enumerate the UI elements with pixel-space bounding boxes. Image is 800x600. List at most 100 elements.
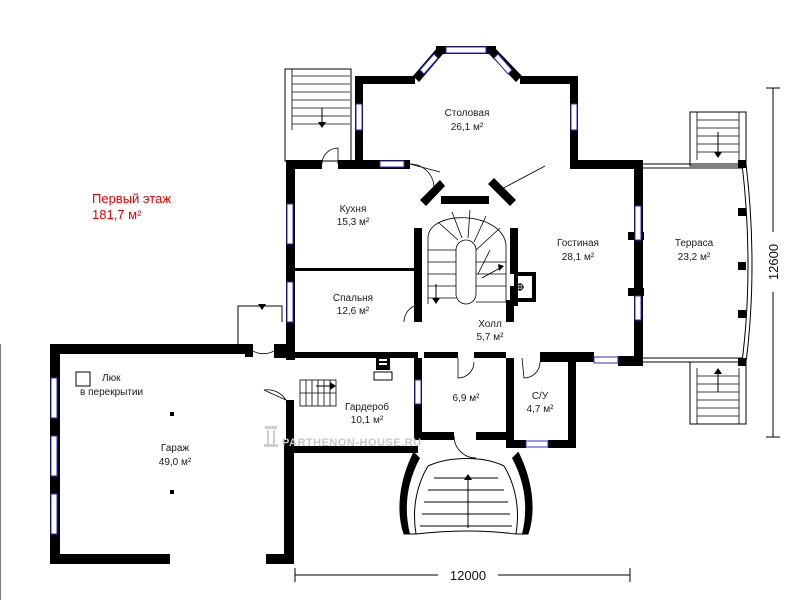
window — [355, 103, 363, 131]
window — [286, 203, 294, 245]
entry-arrow — [464, 474, 472, 480]
entry-porch — [399, 451, 533, 535]
window — [379, 160, 405, 168]
terrace-area: 23,2 м² — [678, 252, 711, 263]
bedroom-name: Спальня — [333, 293, 373, 304]
wall — [338, 160, 410, 169]
window — [286, 281, 294, 323]
floor-title: Первый этаж — [92, 191, 171, 206]
window — [50, 377, 58, 419]
floor-total-area: 181,7 м² — [92, 207, 142, 222]
terrace-name: Терраса — [675, 238, 714, 249]
door — [409, 163, 435, 189]
hall-area: 5,7 м² — [477, 332, 505, 343]
wall — [548, 440, 576, 448]
door — [457, 358, 475, 379]
living-area: 28,1 м² — [562, 252, 595, 263]
wall — [286, 160, 295, 360]
hatch-box — [75, 371, 91, 387]
vent-box — [373, 371, 393, 381]
column — [738, 310, 746, 318]
wall — [414, 432, 454, 440]
wall — [540, 352, 594, 362]
wall — [420, 180, 445, 206]
vent — [379, 359, 387, 361]
column — [628, 288, 644, 296]
wall — [618, 356, 643, 366]
wall — [284, 440, 294, 564]
window — [570, 103, 578, 131]
side-arrow — [258, 304, 266, 310]
wall — [355, 76, 415, 84]
wall — [634, 160, 643, 366]
wall — [295, 268, 415, 271]
door — [321, 147, 339, 165]
terrace-stair-upper — [689, 111, 747, 167]
vent — [379, 363, 387, 365]
garage-area: 49,0 м² — [159, 457, 192, 468]
wall — [286, 352, 418, 358]
door — [453, 435, 477, 459]
living-name: Гостиная — [557, 238, 599, 249]
door — [403, 305, 415, 323]
bedroom-area: 12,6 м² — [337, 306, 370, 317]
wardrobe-area: 10,1 м² — [351, 415, 384, 426]
column — [738, 208, 746, 216]
bath-area: 4,7 м² — [527, 404, 555, 415]
window — [445, 46, 487, 54]
garage-mark — [170, 490, 174, 494]
wall — [286, 446, 418, 453]
wall — [520, 76, 578, 84]
door — [252, 350, 275, 355]
wall — [245, 344, 253, 357]
window — [525, 440, 549, 448]
kitchen-name: Кухня — [340, 204, 367, 215]
wardrobe-name: Гардероб — [345, 401, 389, 413]
door — [521, 357, 541, 379]
column — [738, 262, 746, 270]
window — [634, 205, 642, 241]
walls — [50, 46, 746, 564]
floor-title-group: Первый этаж 181,7 м² — [92, 191, 171, 222]
wall — [514, 440, 526, 448]
dimension-width: 12000 — [294, 566, 631, 583]
storage-area: 6,9 м² — [453, 393, 481, 404]
windows — [50, 46, 642, 535]
wall — [488, 178, 516, 206]
stairs — [284, 68, 747, 425]
wall — [286, 160, 322, 169]
wall — [570, 160, 642, 169]
interior-stair — [427, 209, 507, 305]
dimension-depth: 12600 — [765, 87, 781, 438]
garage-mark — [170, 412, 174, 416]
wall — [424, 352, 458, 358]
side-passage — [237, 305, 283, 344]
wall — [476, 432, 514, 440]
fireplace-opening — [518, 276, 532, 298]
window — [419, 53, 439, 75]
watermark-text: PARTHENON-HOUSE.RU — [282, 437, 422, 449]
wall — [510, 228, 518, 274]
porch-rail — [512, 452, 533, 534]
hatch-line1: Люк — [102, 373, 121, 384]
window — [634, 295, 642, 321]
hatch-line2: в перекрытии — [80, 387, 143, 398]
door — [263, 389, 287, 401]
door — [495, 165, 546, 193]
wall — [414, 306, 422, 322]
wall — [50, 554, 170, 564]
door — [409, 163, 441, 173]
wall — [506, 300, 514, 322]
wall — [414, 228, 422, 318]
wall — [266, 554, 294, 564]
wall — [568, 362, 576, 448]
room-labels: Столовая 26,1 м² Кухня 15,3 м² Гостиная … — [80, 108, 714, 468]
watermark: PARTHENON-HOUSE.RU — [264, 426, 422, 449]
exterior-stair — [284, 68, 352, 162]
doors — [252, 147, 546, 459]
window — [414, 379, 422, 405]
garage-name: Гараж — [161, 443, 190, 454]
wall — [506, 358, 514, 448]
window — [493, 53, 513, 75]
